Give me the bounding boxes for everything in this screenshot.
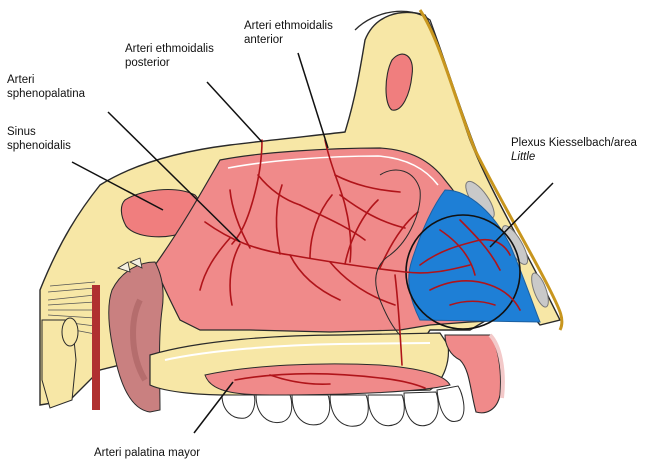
label-palatina-mayor: Arteri palatina mayor: [94, 446, 200, 460]
label-ethmoid-ant-line1: Arteri ethmoidalis: [244, 20, 333, 32]
teeth-row: [221, 385, 465, 427]
label-sphenopalatina-line2: sphenopalatina: [7, 88, 86, 100]
label-sinus-sphenoidalis: Sinus sphenoidalis: [7, 125, 71, 153]
frontal-sinus: [385, 53, 413, 111]
label-plexus-little: Little: [511, 151, 536, 163]
leader-ethmoid-ant: [297, 52, 329, 149]
label-palatina-text: Arteri palatina mayor: [94, 447, 201, 459]
nose-outer-edge: [418, 9, 564, 331]
label-ethmoid-posterior: Arteri ethmoidalis posterior: [125, 42, 214, 70]
label-plexus-kiesselbach: Plexus Kiesselbach/area Little: [511, 136, 637, 164]
lip-glow: [488, 333, 505, 399]
label-sphenopalatina: Arteri sphenopalatina: [7, 73, 85, 101]
label-sphenopalatina-line1: Arteri: [7, 74, 35, 86]
septum-inner-line: [227, 155, 439, 186]
arteries: [199, 139, 521, 389]
label-sinus-line2: sphenoidalis: [7, 140, 71, 152]
atlas-bone: [61, 317, 79, 347]
upper-lip: [444, 334, 502, 414]
vomer-teeth: [117, 257, 143, 273]
leader-lines: [71, 52, 554, 434]
label-plexus-line1: Plexus Kiesselbach/area: [511, 137, 637, 149]
middle-turbinate-line: [375, 169, 421, 336]
leader-sphenopalatina: [107, 111, 241, 243]
label-ethmoid-ant-line2: anterior: [244, 34, 283, 46]
palate-inner: [164, 342, 431, 361]
leader-sinus: [71, 161, 164, 211]
label-ethmoid-post-line2: posterior: [125, 57, 170, 69]
label-ethmoid-post-line1: Arteri ethmoidalis: [125, 43, 214, 55]
nasal-cartilages: [465, 180, 549, 308]
label-sinus-line1: Sinus: [7, 126, 36, 138]
choana-shadow: [130, 298, 148, 382]
kiesselbach-area: [408, 189, 541, 323]
posterior-pharynx-wall: [92, 285, 100, 410]
leader-ethmoid-post: [206, 81, 263, 143]
leader-plexus: [489, 182, 554, 248]
label-ethmoid-anterior: Arteri ethmoidalis anterior: [244, 19, 333, 47]
leader-palatina: [193, 381, 234, 434]
label-plexus-line2: Little: [511, 150, 637, 164]
